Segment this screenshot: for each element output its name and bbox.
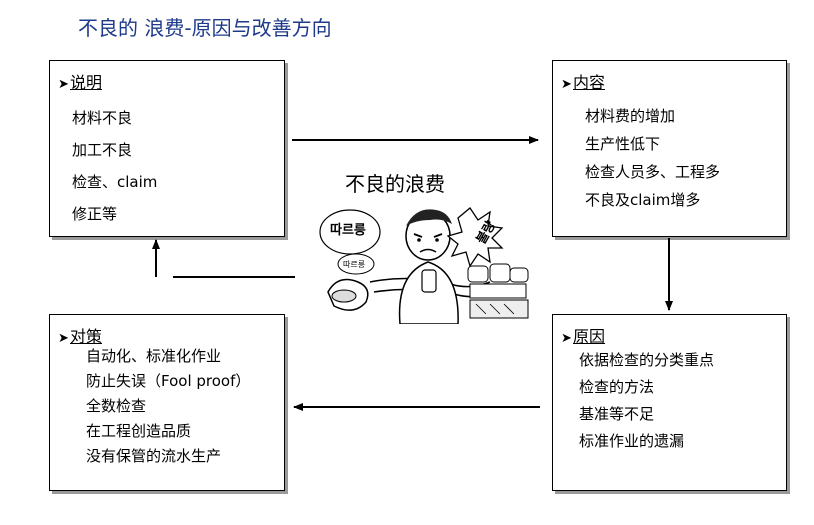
list-item: 标准作业的遗漏 [579, 432, 685, 450]
list-item: 材料不良 [72, 109, 133, 127]
list-item: 检查、claim [72, 173, 158, 191]
cause-list: 依据检查的分类重点 检查的方法 基准等不足 标准作业的遗漏 [579, 349, 714, 457]
cause-heading: ➤原因 [561, 327, 606, 346]
content-heading: ➤内容 [561, 73, 606, 92]
content-list: 材料费的增加 生产性低下 检查人员多、工程多 不良及claim增多 [585, 105, 720, 217]
countermeasure-list: 自动化、标准化作业 防止失误（Fool proof） 全数检查 在工程创造品质 … [86, 345, 250, 470]
content-box: ➤内容 材料费的增加 生产性低下 检查人员多、工程多 不良及claim增多 [552, 60, 787, 237]
shout-burst-icon [446, 207, 504, 268]
list-item: 防止失误（Fool proof） [86, 372, 251, 390]
list-item: 修正等 [72, 205, 118, 223]
center-label: 不良的浪费 [345, 172, 445, 196]
explanation-heading: ➤说明 [58, 73, 103, 92]
list-item: 加工不良 [72, 141, 133, 159]
list-item: 检查人员多、工程多 [585, 163, 721, 181]
list-item: 依据检查的分类重点 [579, 351, 715, 369]
countermeasure-box: ➤对策 自动化、标准化作业 防止失误（Fool proof） 全数检查 在工程创… [49, 314, 285, 491]
list-item: 检查的方法 [579, 378, 655, 396]
phone-ring-text-small: 따르릉 [343, 260, 365, 269]
page-title: 不良的 浪费-原因与改善方向 [78, 16, 332, 40]
list-item: 不良及claim增多 [585, 191, 701, 209]
list-item: 自动化、标准化作业 [86, 347, 222, 365]
list-item: 在工程创造品质 [86, 422, 192, 440]
arrowhead-icon: ➤ [58, 331, 69, 346]
list-item: 基准等不足 [579, 405, 655, 423]
phone-ring-text: 따르릉 [330, 223, 366, 238]
list-item: 生产性低下 [585, 135, 661, 153]
angry-worker-illustration: 따르릉 따르릉 불량 [310, 200, 532, 324]
arrowhead-icon: ➤ [561, 331, 572, 346]
explanation-box: ➤说明 材料不良 加工不良 检查、claim 修正等 [49, 60, 285, 237]
countermeasure-heading: ➤对策 [58, 327, 103, 346]
arrowhead-icon: ➤ [561, 77, 572, 92]
list-item: 全数检查 [86, 397, 147, 415]
arrowhead-icon: ➤ [58, 77, 69, 92]
list-item: 没有保管的流水生产 [86, 447, 222, 465]
cause-box: ➤原因 依据检查的分类重点 检查的方法 基准等不足 标准作业的遗漏 [552, 314, 787, 491]
list-item: 材料费的增加 [585, 107, 676, 125]
explanation-list: 材料不良 加工不良 检查、claim 修正等 [72, 107, 157, 235]
